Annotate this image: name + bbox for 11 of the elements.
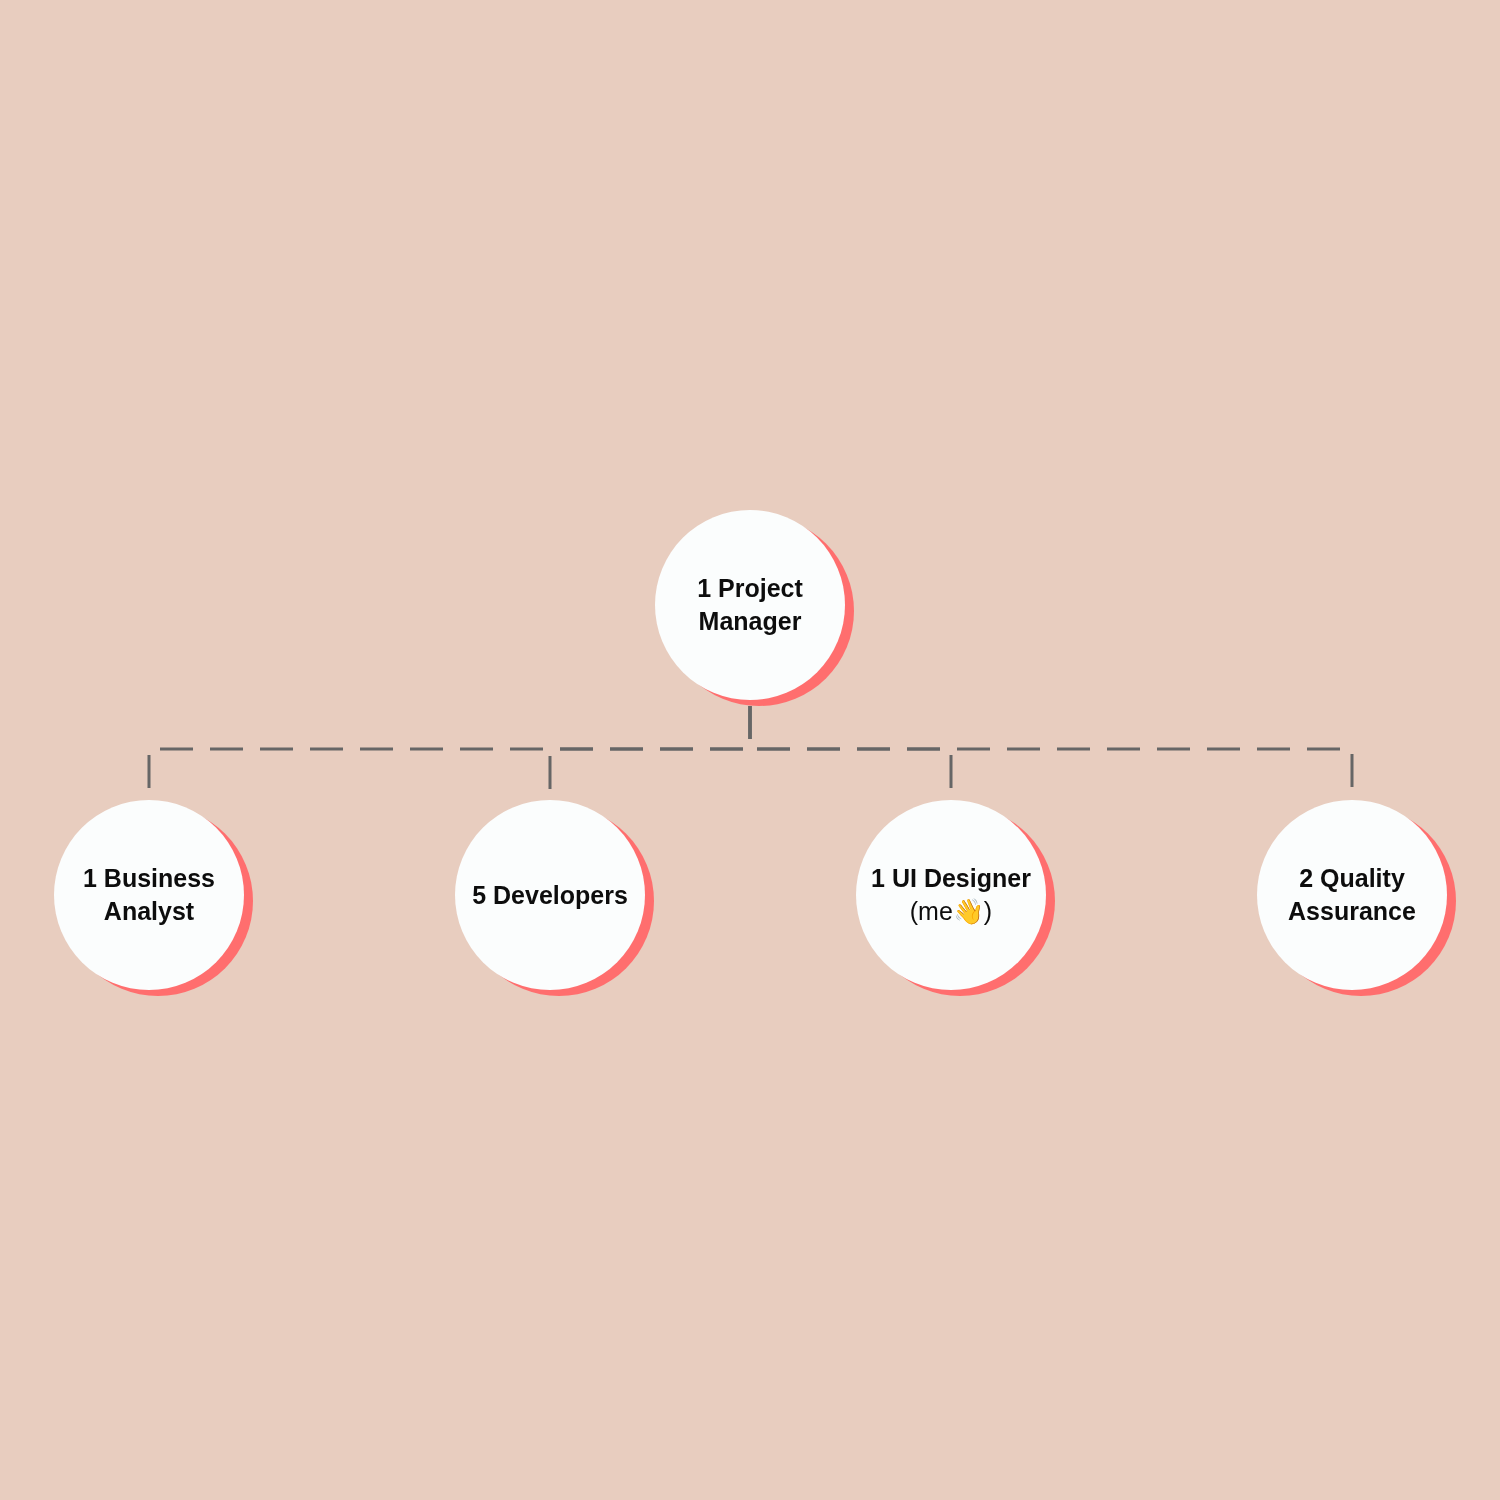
role-title: 1 Project Manager xyxy=(696,573,804,637)
role-title: 1 Business Analyst xyxy=(82,863,216,927)
role-title: 5 Developers xyxy=(472,879,628,911)
role-title: 1 UI Designer xyxy=(871,863,1031,894)
role-circle xyxy=(856,800,1055,996)
role-title: 2 Quality Assurance xyxy=(1287,863,1417,927)
role-circle xyxy=(1257,800,1456,996)
role-circle xyxy=(54,800,253,996)
role-circle xyxy=(455,800,654,996)
role-note: (me👋) xyxy=(909,896,993,927)
role-circle xyxy=(655,510,854,706)
